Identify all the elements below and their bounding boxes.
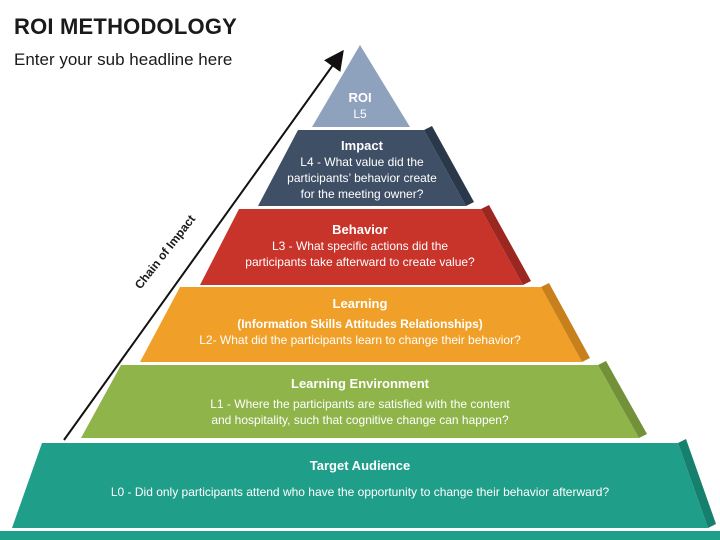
level-name: ROI: [348, 90, 372, 105]
level-text-target-audience: Target Audience L0 - Did only participan…: [40, 458, 680, 500]
level-name: Learning Environment: [291, 376, 429, 391]
level-name: Learning: [332, 296, 388, 311]
level-name: Target Audience: [309, 458, 411, 473]
level-line: L2- What did the participants learn to c…: [199, 333, 521, 347]
level-line: L4 - What value did the: [300, 155, 424, 169]
level-shadow: [678, 439, 716, 528]
page-title: ROI METHODOLOGY: [14, 14, 237, 39]
level-text-impact: Impact L4 - What value did the participa…: [262, 138, 462, 202]
level-name: Impact: [341, 138, 383, 153]
pyramid-level-roi: [312, 45, 410, 127]
level-line: L0 - Did only participants attend who ha…: [110, 485, 610, 499]
bottom-accent-bar: [0, 531, 720, 540]
chain-of-impact-arrow: [63, 49, 344, 441]
level-line: (Information Skills Attitudes Relationsh…: [237, 317, 483, 331]
pyramid-level-impact: [258, 130, 466, 206]
level-line: participants’ behavior create: [287, 171, 437, 185]
level-name: Behavior: [332, 222, 388, 237]
level-text-learning-environment: Learning Environment L1 - Where the part…: [110, 376, 610, 428]
level-line: and hospitality, such that cognitive cha…: [211, 413, 509, 427]
level-text-behavior: Behavior L3 - What specific actions did …: [200, 222, 520, 270]
level-line: L3 - What specific actions did the: [271, 239, 449, 253]
page-subtitle: Enter your sub headline here: [14, 50, 233, 69]
level-shadow: [541, 283, 590, 362]
level-line: L5: [353, 107, 367, 121]
level-line: for the meeting owner?: [300, 187, 424, 201]
pyramid-level-learning: [140, 287, 582, 362]
pyramid-level-learning-environment: [81, 365, 639, 438]
level-shadow: [481, 205, 531, 285]
level-shadow: [424, 126, 474, 206]
level-line: participants take afterward to create va…: [245, 255, 475, 269]
level-shadow: [598, 361, 647, 438]
pyramid-level-behavior: [200, 209, 523, 285]
level-line: L1 - Where the participants are satisfie…: [210, 397, 510, 411]
level-text-roi: ROI L5: [320, 90, 400, 122]
pyramid-level-target-audience: [12, 443, 708, 528]
level-text-learning: Learning (Information Skills Attitudes R…: [150, 296, 570, 348]
